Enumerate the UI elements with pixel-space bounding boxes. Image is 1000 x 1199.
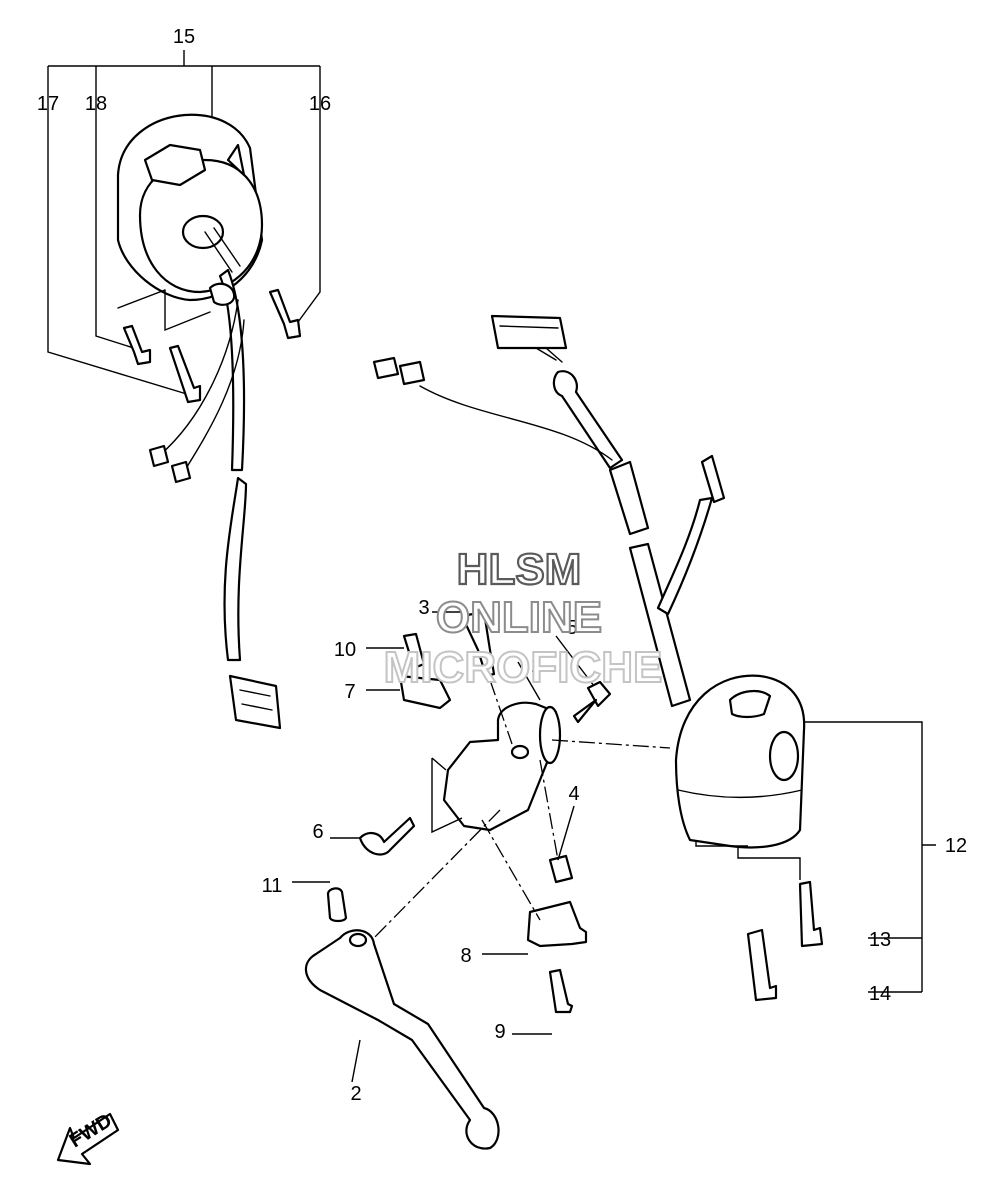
callout-7: 7 (344, 681, 355, 703)
callout-16: 16 (309, 93, 331, 115)
watermark-line-1: HLSM (457, 545, 582, 594)
callout-5: 5 (566, 617, 577, 639)
callout-11: 11 (262, 875, 283, 897)
callout-12: 12 (945, 835, 967, 857)
left-handlebar-switch (47, 50, 321, 730)
callout-3: 3 (418, 597, 429, 619)
callout-6: 6 (312, 821, 323, 843)
callout-9: 9 (494, 1021, 505, 1043)
hand-lever (304, 929, 500, 1150)
fwd-arrow-icon (56, 1112, 120, 1166)
callout-13: 13 (869, 929, 891, 951)
callout-10: 10 (334, 639, 356, 661)
callout-1: 1 (530, 655, 541, 677)
callout-4: 4 (568, 783, 579, 805)
callout-8: 8 (460, 945, 471, 967)
right-switch-wiring-harness (372, 314, 726, 708)
callout-14: 14 (869, 983, 891, 1005)
callout-15: 15 (173, 26, 195, 48)
callout-18: 18 (85, 93, 107, 115)
lever-bracket-assembly (292, 610, 671, 1035)
watermark-line-3: MICROFICHE (384, 643, 663, 692)
watermark-line-2: ONLINE (436, 593, 602, 642)
callout-17: 17 (37, 93, 59, 115)
right-handlebar-switch (674, 674, 936, 1002)
callout-2: 2 (350, 1083, 361, 1105)
